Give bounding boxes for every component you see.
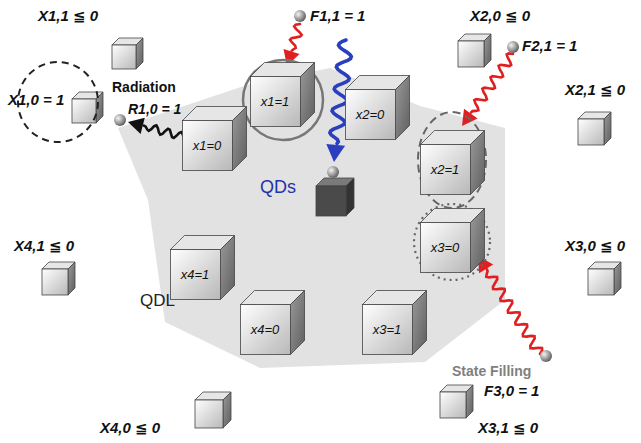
quantum-dot-cube: x2=0 — [345, 75, 410, 140]
wavy-arrow — [471, 53, 513, 112]
constraint-label: X2,0 ≦ 0 — [470, 8, 530, 25]
quantum-dot — [195, 392, 231, 428]
quantum-dot-cube: x1=1 — [250, 62, 315, 127]
particle — [114, 114, 126, 126]
state-value: x3=1 — [373, 322, 402, 337]
arrow-head — [128, 118, 145, 134]
fill-label: F2,1 = 1 — [522, 38, 577, 55]
particle — [327, 166, 339, 178]
particle — [507, 41, 519, 53]
wavy-arrow — [290, 24, 302, 51]
constraint-label: X4,1 ≦ 0 — [14, 238, 74, 255]
constraint-label: X2,1 ≦ 0 — [565, 82, 625, 99]
state-value: x1=1 — [261, 94, 290, 109]
dashed-oval — [418, 112, 486, 208]
highlight-circle — [243, 60, 323, 140]
process-label: State Filling — [452, 364, 531, 379]
state-value: x4=0 — [251, 322, 280, 337]
fill-label: F1,1 = 1 — [310, 8, 365, 25]
state-label: X1,0 = 1 — [8, 92, 64, 109]
process-label: Radiation — [112, 80, 176, 95]
state-value: x1=0 — [193, 138, 222, 153]
quantum-dot — [440, 385, 473, 418]
constraint-label: X4,0 ≦ 0 — [100, 420, 160, 437]
arrow-head — [462, 109, 478, 126]
state-value: x3=0 — [431, 240, 460, 255]
state-value: x2=0 — [356, 107, 385, 122]
constraint-label: X3,1 ≦ 0 — [478, 420, 538, 437]
wavy-arrow — [486, 269, 542, 354]
particle — [294, 10, 306, 22]
quantum-dot — [42, 262, 75, 295]
qd-s-cube — [316, 178, 354, 216]
state-value: x2=1 — [431, 162, 460, 177]
quantum-dot — [588, 262, 621, 295]
quantum-dot-cube: x4=0 — [240, 290, 305, 355]
constraint-label: X3,0 ≦ 0 — [565, 238, 625, 255]
particle — [540, 350, 552, 362]
quantum-dot-cube: x3=1 — [362, 290, 427, 355]
constraint-label: X1,1 ≦ 0 — [38, 8, 98, 25]
quantum-dot — [458, 34, 491, 67]
radiation-label: R1,0 = 1 — [128, 102, 181, 117]
quantum-dot — [578, 112, 611, 145]
arrow-head — [326, 144, 345, 162]
quantum-dot — [112, 38, 143, 69]
fill-label: F3,0 = 1 — [484, 383, 539, 400]
quantum-dot-cube: x2=1 — [420, 130, 485, 195]
dotted-circle — [414, 204, 490, 280]
quantum-dot-cube: x3=0 — [420, 208, 485, 273]
dot-name: QDs — [260, 178, 296, 198]
dot-name: QDL — [140, 292, 175, 311]
quantum-dot-cube: x1=0 — [182, 106, 247, 171]
state-value: x4=1 — [181, 267, 210, 282]
quantum-dot-cube: x4=1 — [170, 235, 235, 300]
